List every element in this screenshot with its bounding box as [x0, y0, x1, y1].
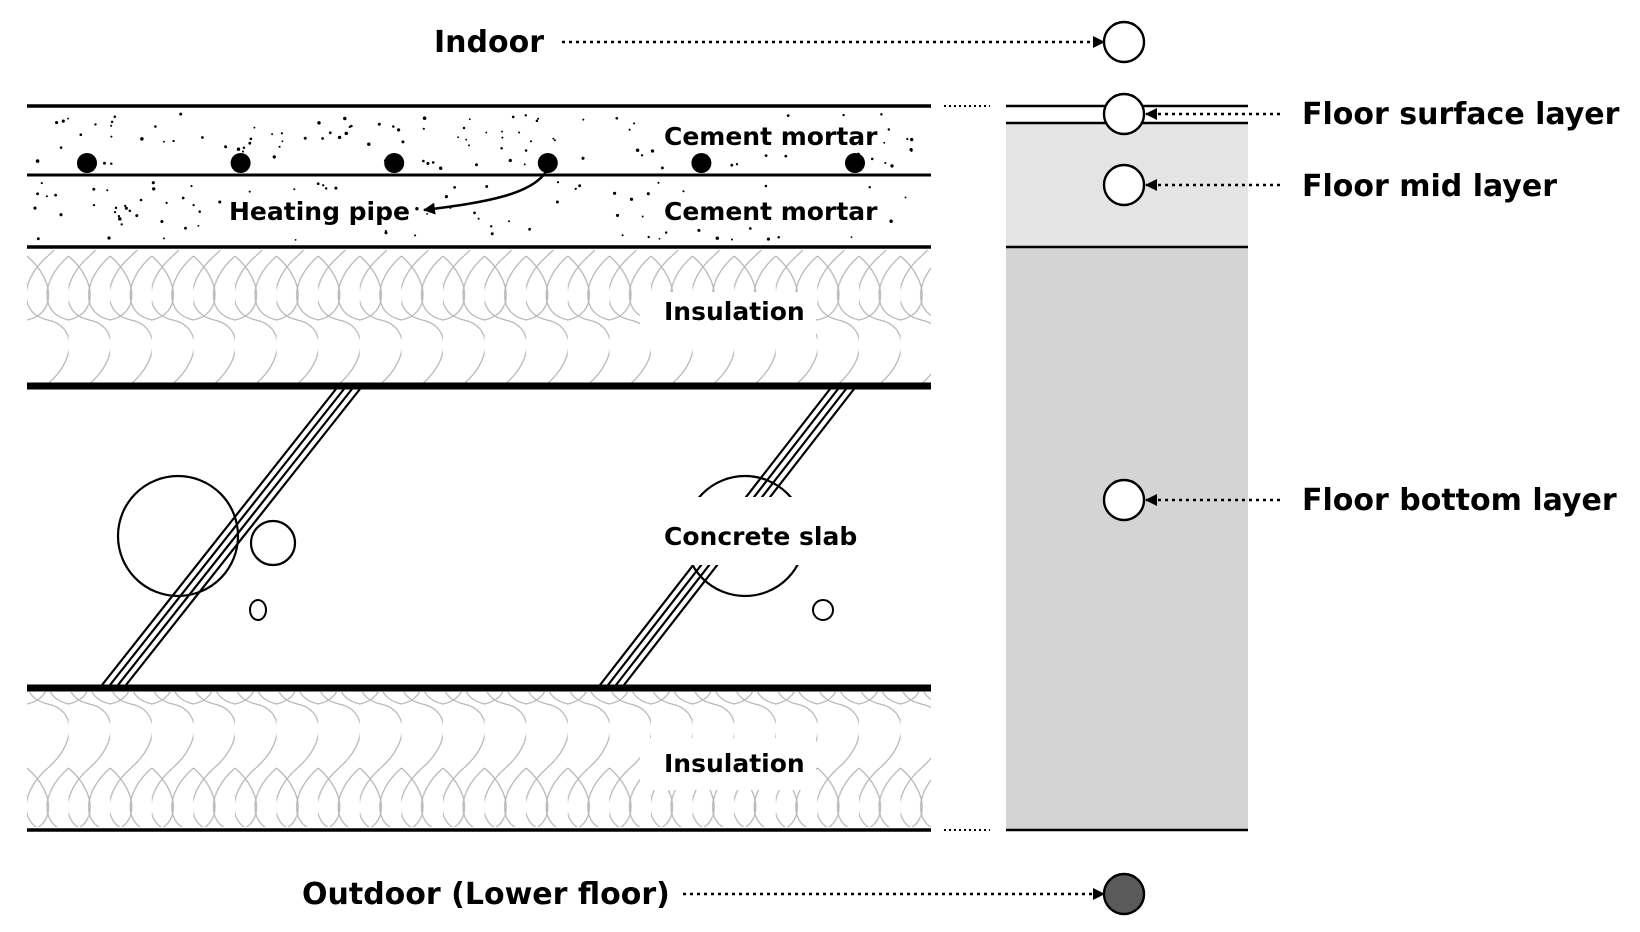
indoor-node — [1102, 20, 1146, 64]
floor-mid-node — [1102, 163, 1146, 207]
heating-pipe — [230, 153, 251, 173]
insulation-bottom-label: Insulation — [664, 749, 805, 778]
heating-pipe — [384, 153, 405, 173]
heating-pipe — [77, 153, 97, 173]
mortar-speckle-bottom — [33, 181, 907, 241]
outdoor-node — [1102, 872, 1146, 916]
cement-mortar-bottom-label: Cement mortar — [664, 197, 878, 226]
indoor-label: Indoor — [434, 25, 544, 60]
floor-mid-layer-label: Floor mid layer — [1302, 169, 1557, 204]
aggregate-circle-small-left — [249, 599, 267, 621]
cement-mortar-top-label: Cement mortar — [664, 122, 878, 151]
heating-pipe-label: Heating pipe — [229, 197, 410, 226]
concrete-slab-layer — [101, 388, 875, 686]
insulation-layer-top — [27, 250, 931, 383]
aggregate-circle-small-right — [812, 599, 834, 621]
cement-mortar-layer-bottom — [33, 181, 907, 241]
slab-break-line-left — [101, 388, 361, 686]
floor-surface-node — [1102, 92, 1146, 136]
floor-bottom-layer-label: Floor bottom layer — [1302, 483, 1617, 518]
heating-pipe-arrow — [423, 164, 551, 215]
heating-pipe — [845, 153, 865, 173]
heating-pipes — [77, 153, 865, 173]
floor-bottom-node — [1102, 478, 1146, 522]
heating-pipe — [691, 153, 712, 173]
insulation-layer-bottom — [27, 692, 931, 827]
insulation-top-label: Insulation — [664, 297, 805, 326]
layer-model — [1006, 104, 1248, 832]
floor-bottom-band — [1006, 247, 1248, 830]
aggregate-circle-medium-left — [249, 519, 297, 567]
concrete-slab-label: Concrete slab — [664, 522, 857, 551]
outdoor-label: Outdoor (Lower floor) — [302, 877, 670, 912]
heating-pipe — [537, 153, 558, 173]
floor-surface-layer-label: Floor surface layer — [1302, 97, 1620, 132]
floor-cross-section — [27, 104, 931, 832]
aggregate-circle-large-left — [116, 474, 240, 598]
